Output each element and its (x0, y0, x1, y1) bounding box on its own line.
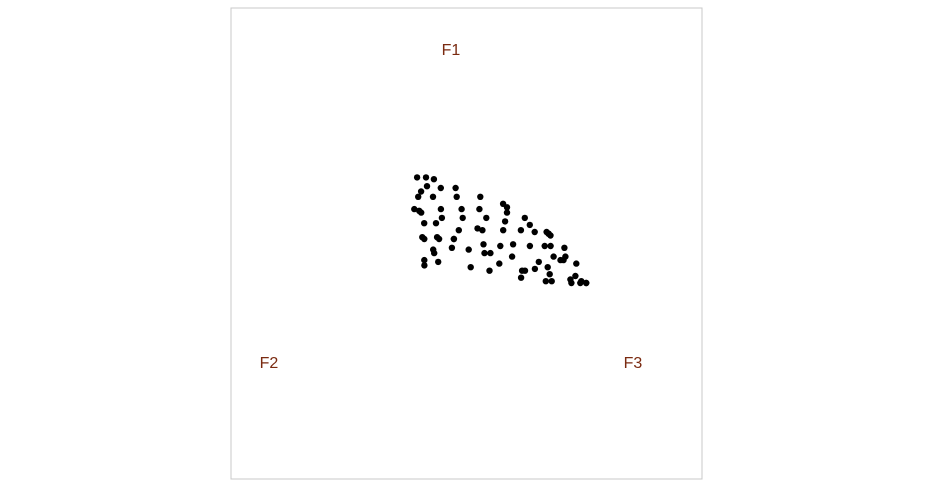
points-layer (411, 174, 590, 287)
data-point (450, 235, 458, 243)
data-point (452, 184, 459, 192)
data-point (422, 174, 430, 181)
data-point (438, 214, 446, 222)
data-point (517, 274, 525, 281)
data-point (430, 176, 438, 183)
data-point (497, 242, 504, 250)
data-point (509, 241, 517, 248)
data-point (415, 193, 422, 200)
data-point (531, 265, 539, 273)
data-point (437, 184, 444, 192)
data-point (521, 214, 528, 222)
data-point (526, 242, 534, 250)
data-point (459, 214, 466, 222)
data-point (479, 227, 486, 234)
data-point (546, 271, 553, 278)
data-point (432, 220, 440, 227)
data-point (508, 253, 516, 260)
data-point (465, 246, 472, 253)
data-point (423, 183, 431, 190)
data-point (421, 235, 428, 243)
data-point (526, 221, 533, 229)
data-point (531, 228, 538, 236)
data-point (573, 260, 580, 267)
data-point (496, 260, 503, 267)
data-point (544, 264, 551, 271)
data-point (458, 205, 465, 213)
data-point (411, 205, 418, 213)
data-point (541, 242, 548, 250)
data-point (572, 272, 579, 280)
data-point (547, 242, 554, 250)
data-point (417, 188, 425, 195)
data-point (421, 220, 428, 227)
data-point (503, 204, 511, 211)
data-point (547, 232, 554, 239)
data-point (550, 253, 557, 260)
vertex-label-f1: F1 (442, 42, 461, 59)
data-point (435, 235, 443, 243)
data-point (561, 244, 568, 251)
plot-panel (230, 7, 703, 480)
data-point (481, 249, 488, 257)
data-point (557, 256, 564, 264)
data-point (503, 209, 511, 216)
data-point (501, 218, 509, 225)
data-point (448, 244, 456, 251)
data-point (487, 249, 494, 257)
data-point (577, 279, 584, 287)
vertex-label-f2: F2 (260, 355, 279, 372)
data-point (535, 258, 542, 266)
data-point (583, 279, 590, 287)
data-point (453, 193, 460, 200)
data-point (435, 258, 442, 266)
data-point (568, 279, 575, 287)
data-point (416, 207, 423, 214)
data-point (486, 267, 493, 274)
data-point (467, 264, 474, 271)
data-point (455, 227, 462, 234)
data-point (476, 205, 483, 213)
data-point (521, 267, 529, 274)
data-point (413, 174, 421, 181)
data-point (477, 193, 484, 200)
data-point (474, 225, 481, 232)
data-point (548, 278, 555, 285)
data-point (517, 227, 525, 234)
data-point (500, 227, 507, 234)
data-point (421, 262, 428, 269)
data-point (483, 214, 490, 222)
vertex-label-f3: F3 (624, 355, 643, 372)
data-point (421, 256, 428, 264)
data-point (480, 241, 487, 248)
data-point (542, 278, 549, 285)
data-point (437, 205, 445, 213)
data-point (431, 249, 438, 257)
data-point (429, 193, 437, 200)
